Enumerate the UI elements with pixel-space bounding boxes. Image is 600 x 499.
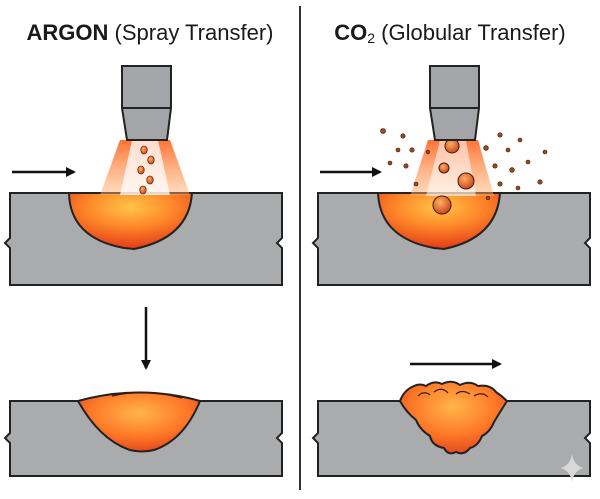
co2-title-rest: (Globular Transfer) (375, 20, 566, 45)
spatter-dot (497, 181, 503, 187)
spatter-dot (537, 179, 543, 185)
argon-title: ARGON (Spray Transfer) (0, 18, 300, 48)
spatter-dot (492, 163, 498, 169)
co2-spatter (380, 128, 548, 201)
argon-title-rest: (Spray Transfer) (108, 20, 274, 45)
co2-globule (438, 162, 450, 174)
co2-globule (457, 172, 475, 190)
sparkle-icon (560, 454, 584, 482)
spatter-dot (403, 163, 409, 169)
argon-title-bold: ARGON (26, 20, 109, 45)
co2-title-bold: CO (334, 20, 368, 45)
co2-globule (444, 138, 460, 154)
argon-droplet (146, 175, 154, 185)
argon-droplet (140, 145, 148, 155)
spatter-dot (505, 147, 511, 153)
co2-title-subscript: 2 (367, 30, 376, 46)
argon-droplet (139, 185, 147, 195)
spatter-dot (387, 160, 393, 166)
spatter-dot (497, 132, 503, 138)
spatter-dot (483, 145, 489, 151)
spatter-dot (515, 185, 521, 191)
argon-torch-nozzle (121, 65, 172, 141)
co2-title: CO2 (Globular Transfer) (300, 18, 600, 48)
argon-spray-droplets (137, 145, 155, 195)
argon-spray-cone-core (120, 140, 170, 195)
argon-panel (3, 65, 283, 477)
spatter-dot (425, 149, 431, 155)
co2-weld-pool (376, 192, 502, 251)
spatter-dot (413, 181, 419, 187)
argon-bead-ripple (111, 391, 183, 399)
spatter-dot (517, 137, 523, 143)
co2-torch-nozzle (429, 65, 480, 141)
spatter-dot (525, 159, 531, 165)
co2-panel (311, 65, 591, 477)
co2-bead-ripple (417, 388, 489, 398)
spatter-dot (409, 147, 415, 153)
argon-droplet (147, 155, 155, 165)
argon-weld-pool (67, 192, 194, 251)
co2-globules (432, 138, 475, 215)
spatter-dot (485, 195, 491, 201)
co2-globule (432, 195, 452, 215)
spatter-dot (380, 128, 386, 134)
spatter-dot (509, 167, 515, 173)
spatter-dot (542, 149, 548, 155)
argon-droplet (137, 165, 145, 175)
co2-finished-bead (398, 380, 509, 455)
spatter-dot (395, 147, 401, 153)
spatter-dot (400, 133, 406, 139)
